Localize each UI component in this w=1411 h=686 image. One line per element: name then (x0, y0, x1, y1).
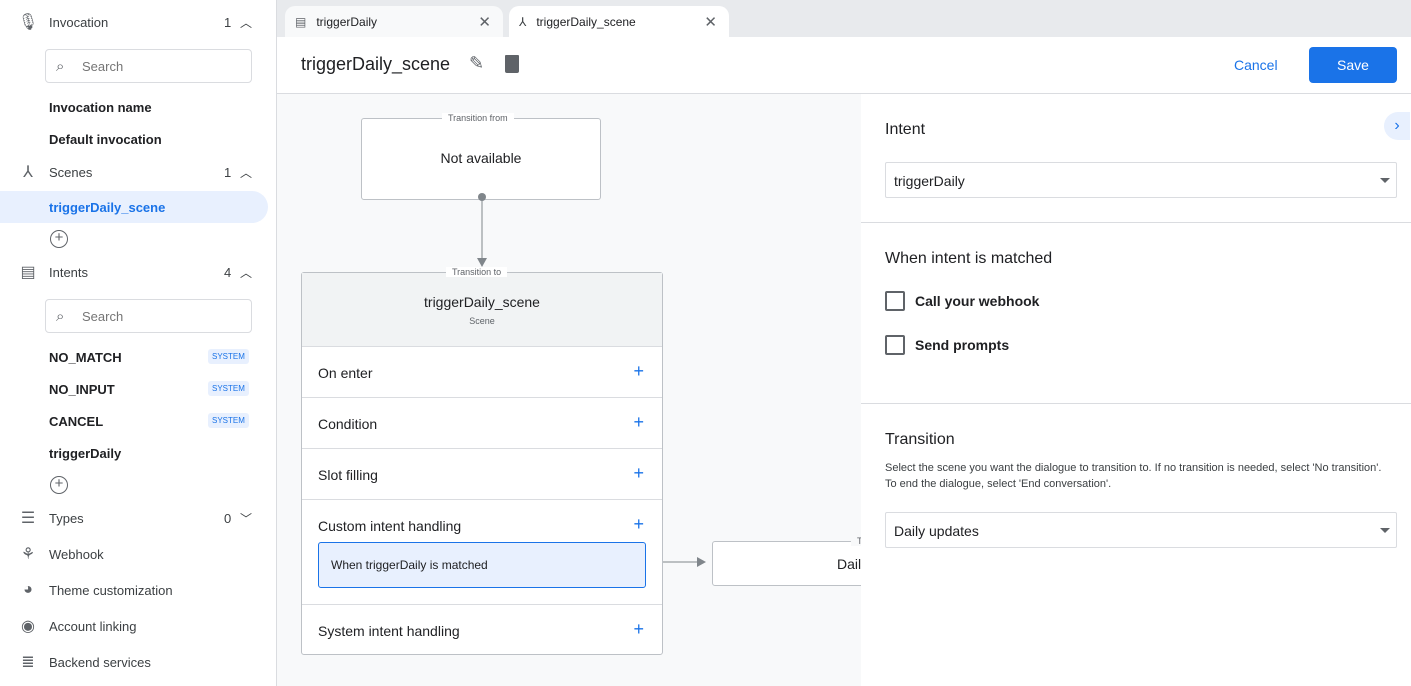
intent-panel: › Intent triggerDaily When intent is mat… (861, 94, 1411, 686)
invocation-search[interactable]: ⌕ (45, 49, 252, 83)
collapse-panel-icon[interactable]: › (1384, 112, 1410, 140)
intent-select[interactable]: triggerDaily (885, 162, 1397, 198)
close-icon[interactable]: ✕ (704, 13, 717, 31)
sidebar-item-triggerdaily[interactable]: triggerDaily (49, 446, 122, 461)
scene-icon: ⅄ (519, 14, 527, 29)
transition-to-node[interactable]: Transition to Daily updates (712, 536, 861, 586)
add-scene-icon[interactable]: + (50, 230, 68, 248)
tab-triggerdaily-scene[interactable]: ⅄ triggerDaily_scene ✕ (509, 6, 729, 37)
sidebar-item-no-match[interactable]: NO_MATCH (49, 350, 122, 365)
intents-search[interactable]: ⌕ (45, 299, 252, 333)
dropdown-arrow-icon (1380, 178, 1390, 183)
webhook-icon: ⚘ (20, 546, 36, 563)
arrow-head (477, 258, 487, 267)
page-title: triggerDaily_scene (301, 54, 451, 74)
custom-intent-handling-row: Custom intent handling+ When triggerDail… (302, 499, 662, 604)
search-icon: ⌕ (56, 307, 65, 325)
sidebar-item-default-invocation[interactable]: Default invocation (49, 132, 162, 147)
condition-row: Condition+ (302, 397, 662, 448)
system-badge: SYSTEM (208, 413, 249, 428)
add-icon[interactable]: + (633, 619, 644, 639)
dropdown-arrow-icon (1380, 528, 1390, 533)
delete-icon[interactable] (505, 55, 519, 73)
send-prompts-checkbox[interactable]: Send prompts (885, 335, 1009, 355)
edit-icon[interactable]: ✎ (469, 53, 485, 73)
section-scenes[interactable]: ⅄ Scenes 1 ︿ (0, 156, 277, 188)
tab-triggerdaily[interactable]: ▤ triggerDaily ✕ (285, 6, 503, 37)
list-icon: ☰ (20, 510, 36, 527)
save-button[interactable]: Save (1309, 47, 1397, 83)
system-badge: SYSTEM (208, 381, 249, 396)
section-intents[interactable]: ▤ Intents 4 ︿ (0, 256, 277, 288)
arrow-head (697, 557, 706, 567)
chevron-up-icon[interactable]: ︿ (240, 15, 253, 30)
transition-from-node: Transition from Not available (361, 113, 601, 200)
chevron-up-icon[interactable]: ︿ (240, 165, 253, 180)
settings-list-icon: ≣ (21, 654, 35, 671)
intent-handler-item[interactable]: When triggerDaily is matched (318, 542, 646, 588)
system-intent-handling-row: System intent handling+ (302, 604, 662, 655)
add-intent-icon[interactable]: + (50, 476, 68, 494)
tab-bar: ▤ triggerDaily ✕ ⅄ triggerDaily_scene ✕ (277, 0, 1411, 37)
system-badge: SYSTEM (208, 349, 249, 364)
call-webhook-checkbox[interactable]: Call your webhook (885, 291, 1039, 311)
palette-icon: ◕ (23, 581, 33, 598)
add-icon[interactable]: + (633, 463, 644, 483)
chevron-down-icon[interactable]: ﹀ (240, 511, 253, 526)
scene-icon: ⅄ (23, 164, 33, 181)
chevron-up-icon[interactable]: ︿ (240, 265, 253, 280)
intents-search-input[interactable] (82, 308, 232, 324)
invocation-search-input[interactable] (82, 58, 232, 74)
add-icon[interactable]: + (633, 514, 644, 534)
nav-backend-services[interactable]: ≣ Backend services (0, 646, 277, 678)
nav-account-linking[interactable]: ◉ Account linking (0, 610, 277, 642)
slot-filling-row: Slot filling+ (302, 448, 662, 499)
sidebar-item-cancel[interactable]: CANCEL (49, 414, 104, 429)
selected-highlight (0, 191, 268, 223)
search-icon: ⌕ (56, 57, 65, 75)
flow-canvas[interactable]: Transition from Not available Transition… (277, 94, 861, 686)
scene-node-header[interactable]: Transition to triggerDaily_scene Scene (302, 267, 662, 346)
sidebar-item-invocation-name[interactable]: Invocation name (49, 100, 152, 115)
cancel-button[interactable]: Cancel (1234, 57, 1278, 73)
account-icon: ◉ (21, 618, 35, 635)
section-types[interactable]: ☰ Types 0 ﹀ (0, 502, 277, 534)
sidebar-item-no-input[interactable]: NO_INPUT (49, 382, 115, 397)
microphone-icon: 🎙 (17, 14, 39, 31)
add-icon[interactable]: + (633, 361, 644, 381)
close-icon[interactable]: ✕ (478, 13, 491, 31)
intent-icon: ▤ (295, 14, 307, 29)
on-enter-row: On enter+ (302, 346, 662, 397)
header: triggerDaily_scene ✎ Cancel Save (277, 37, 1411, 94)
nav-theme-customization[interactable]: ◕ Theme customization (0, 574, 277, 606)
add-icon[interactable]: + (633, 412, 644, 432)
scene-node: Transition to triggerDaily_scene Scene O… (301, 267, 663, 655)
transition-select[interactable]: Daily updates (885, 512, 1397, 548)
section-invocation[interactable]: 🎙 Invocation 1 ︿ (17, 14, 253, 31)
nav-webhook[interactable]: ⚘ Webhook (0, 538, 277, 570)
sidebar: 🎙 Invocation 1 ︿ ⌕ Invocation name Defau… (0, 0, 277, 686)
intent-icon: ▤ (20, 264, 36, 281)
sidebar-item-triggerdaily-scene[interactable]: triggerDaily_scene (49, 200, 166, 215)
